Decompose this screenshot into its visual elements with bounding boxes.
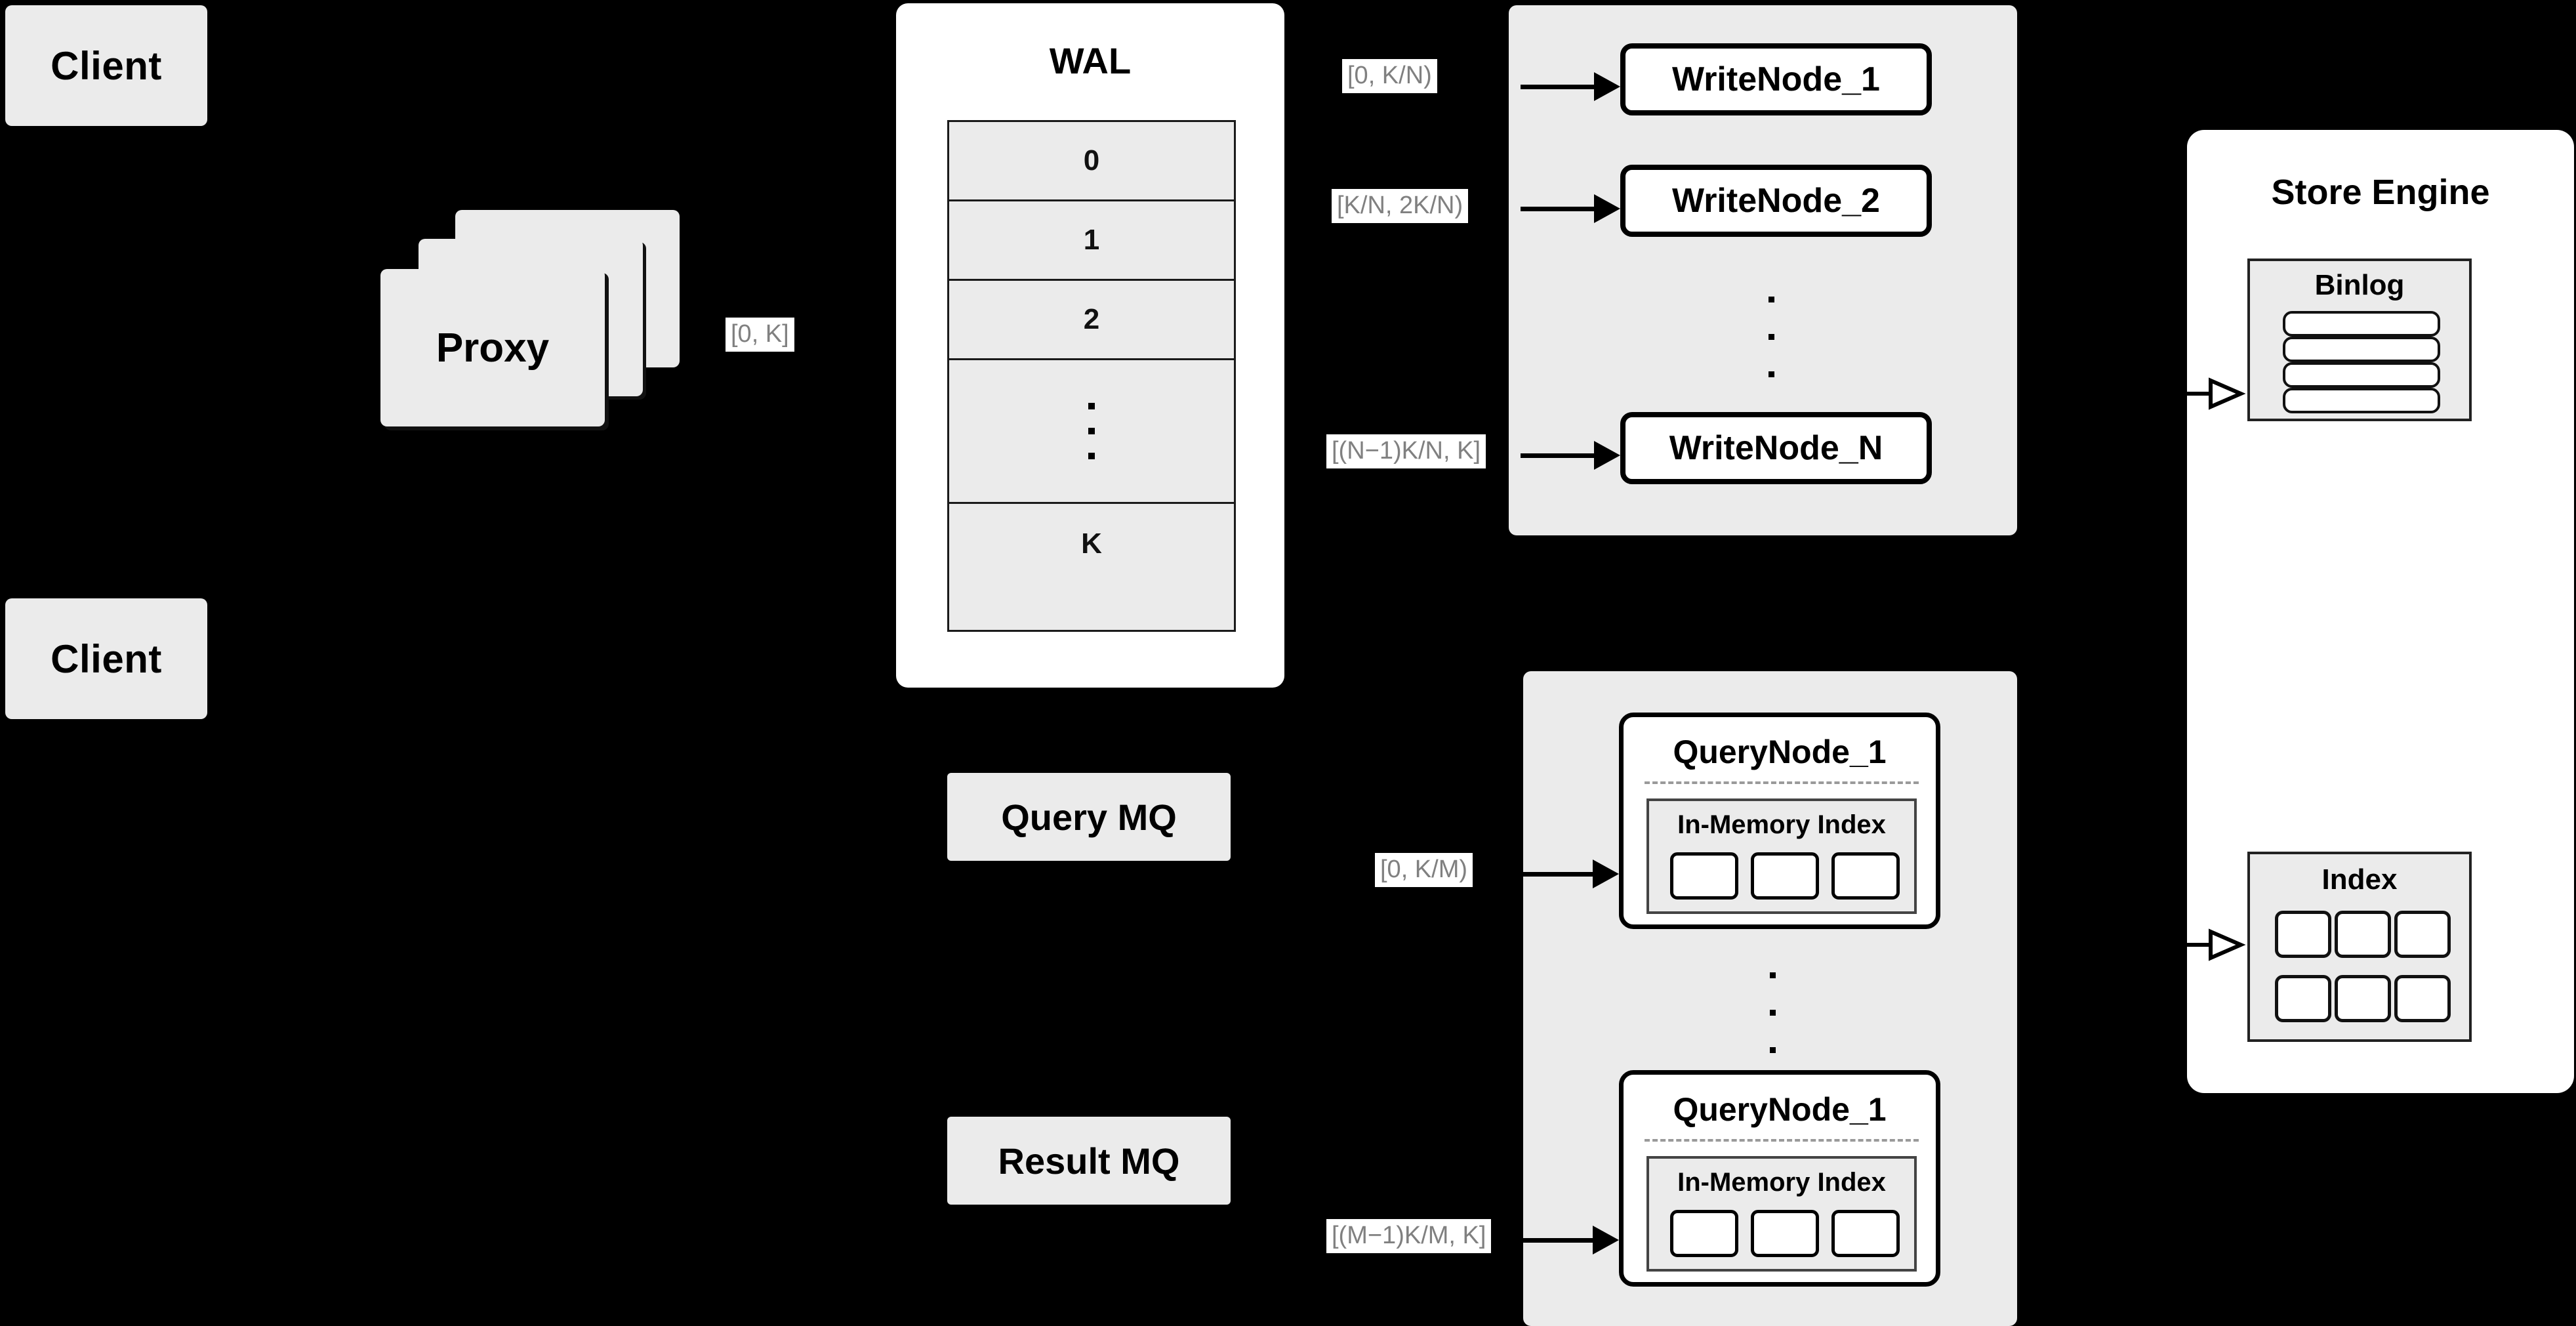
index-section: Index: [2247, 852, 2472, 1042]
write-node-2-label: WriteNode_2: [1672, 182, 1880, 220]
wal-segment-label-k: K: [1081, 528, 1102, 560]
wal-segment-1[interactable]: 1: [949, 201, 1234, 281]
query-node-1-separator: [1645, 781, 1919, 784]
wal-panel: WAL 0 1 2 K: [896, 3, 1284, 688]
query-node-2-index-title: In-Memory Index: [1677, 1167, 1886, 1197]
write-node-1-range-label: [0, K/N): [1342, 59, 1437, 93]
client-label-2: Client: [51, 636, 162, 681]
query-node-1-range-label: [0, K/M): [1375, 853, 1473, 887]
write-node-cluster: WriteNode_1 WriteNode_2 WriteNode_N: [1509, 5, 2017, 535]
binlog-row[interactable]: [2283, 337, 2440, 362]
index-cell[interactable]: [2335, 975, 2391, 1022]
arrow-to-index: [2183, 925, 2255, 964]
index-slot[interactable]: [1670, 852, 1738, 900]
query-cluster-ellipsis-icon: [1770, 957, 1776, 1069]
binlog-row[interactable]: [2283, 388, 2440, 413]
index-grid: [2275, 911, 2451, 1022]
proxy-stack[interactable]: Proxy: [380, 210, 735, 440]
query-node-1-index-slots: [1670, 852, 1900, 900]
query-node-cluster: QueryNode_1 In-Memory Index QueryNode_1 …: [1523, 671, 2017, 1326]
query-node-2-separator: [1645, 1139, 1919, 1142]
arrow-to-write-node-n: [1521, 441, 1620, 470]
write-node-2-range-label: [K/N, 2K/N): [1332, 189, 1469, 223]
arrow-to-query-node-1: [1523, 860, 1619, 888]
binlog-title: Binlog: [2314, 269, 2405, 301]
binlog-row[interactable]: [2283, 311, 2440, 337]
proxy-label: Proxy: [436, 325, 550, 371]
query-node-2-label: QueryNode_1: [1673, 1091, 1887, 1128]
wal-segment-k[interactable]: K: [949, 504, 1234, 584]
index-cell[interactable]: [2394, 975, 2451, 1022]
store-engine-title: Store Engine: [2271, 173, 2490, 212]
vertical-ellipsis-icon: [1088, 394, 1095, 468]
write-node-n-range-label: [(N−1)K/N, K]: [1326, 434, 1486, 468]
binlog-section: Binlog: [2247, 259, 2472, 421]
client-box-1[interactable]: Client: [5, 5, 207, 126]
write-node-2[interactable]: WriteNode_2: [1620, 165, 1932, 237]
client-label-1: Client: [51, 43, 162, 88]
wal-segment-0[interactable]: 0: [949, 122, 1234, 201]
query-node-1-label: QueryNode_1: [1673, 734, 1887, 770]
index-slot[interactable]: [1670, 1210, 1738, 1257]
query-node-1[interactable]: QueryNode_1 In-Memory Index: [1619, 713, 1940, 929]
index-cell[interactable]: [2335, 911, 2391, 958]
write-node-1[interactable]: WriteNode_1: [1620, 43, 1932, 115]
wal-segment-stack: 0 1 2 K: [947, 120, 1236, 632]
arrow-to-write-node-1: [1521, 72, 1620, 101]
store-engine-panel: Store Engine Binlog Index: [2187, 130, 2574, 1093]
index-cell[interactable]: [2394, 911, 2451, 958]
arrow-to-binlog: [2183, 374, 2255, 413]
wal-segment-label-2: 2: [1083, 303, 1100, 335]
result-mq-label: Result MQ: [998, 1140, 1180, 1182]
write-node-n[interactable]: WriteNode_N: [1620, 412, 1932, 484]
query-node-2-in-memory-index: In-Memory Index: [1646, 1156, 1917, 1272]
wal-segment-2[interactable]: 2: [949, 281, 1234, 360]
query-node-1-index-title: In-Memory Index: [1677, 810, 1886, 839]
binlog-rows: [2283, 311, 2440, 413]
client-box-2[interactable]: Client: [5, 598, 207, 719]
write-node-1-label: WriteNode_1: [1672, 60, 1880, 98]
index-grid-row: [2275, 975, 2451, 1022]
query-mq-box[interactable]: Query MQ: [947, 773, 1231, 861]
index-slot[interactable]: [1831, 1210, 1900, 1257]
proxy-range-label: [0, K]: [726, 318, 794, 352]
wal-segment-label-0: 0: [1083, 144, 1100, 176]
index-slot[interactable]: [1831, 852, 1900, 900]
query-node-2-index-slots: [1670, 1210, 1900, 1257]
result-mq-box[interactable]: Result MQ: [947, 1117, 1231, 1205]
index-slot[interactable]: [1751, 852, 1819, 900]
query-node-2-range-label: [(M−1)K/M, K]: [1326, 1219, 1492, 1253]
arrow-to-write-node-2: [1521, 194, 1620, 223]
query-node-1-in-memory-index: In-Memory Index: [1646, 798, 1917, 914]
index-grid-row: [2275, 911, 2451, 958]
wal-segment-ellipsis: [949, 360, 1234, 504]
binlog-row[interactable]: [2283, 362, 2440, 388]
query-node-2[interactable]: QueryNode_1 In-Memory Index: [1619, 1070, 1940, 1287]
arrow-to-query-node-2: [1523, 1226, 1619, 1254]
write-cluster-ellipsis-icon: [1768, 281, 1774, 393]
proxy-sheet-front[interactable]: Proxy: [380, 269, 605, 426]
index-cell[interactable]: [2275, 975, 2331, 1022]
index-title: Index: [2321, 863, 2398, 896]
wal-segment-label-1: 1: [1083, 224, 1100, 256]
query-mq-label: Query MQ: [1001, 796, 1177, 838]
write-node-n-label: WriteNode_N: [1669, 429, 1883, 467]
index-slot[interactable]: [1751, 1210, 1819, 1257]
wal-title: WAL: [1049, 39, 1132, 81]
index-cell[interactable]: [2275, 911, 2331, 958]
